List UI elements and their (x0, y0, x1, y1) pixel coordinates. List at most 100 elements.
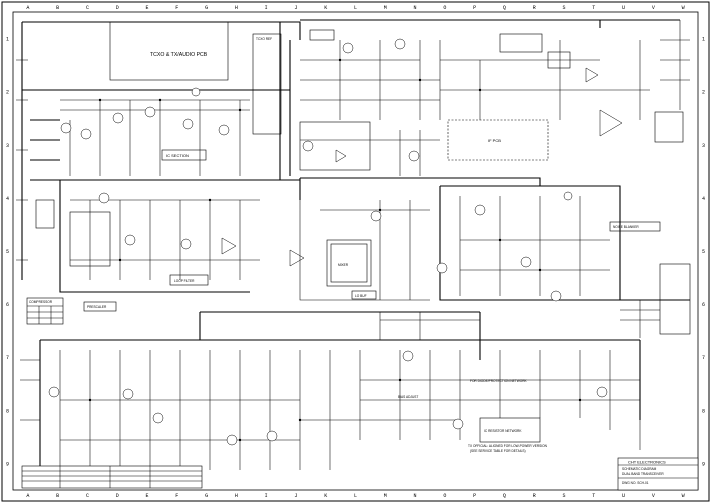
ic-ref-label: TCXO REF (256, 37, 272, 41)
col-ref-bottom-p: P (473, 493, 476, 499)
title-line-2: DUAL BAND TRANSCEIVER (622, 472, 664, 476)
title-block: CHT ELECTRONICS SCHEMATIC DIAGRAM DUAL B… (617, 457, 699, 491)
compressor-label: COMPRESSOR (29, 300, 53, 304)
row-ref-left-3: 3 (6, 143, 9, 149)
col-ref-top-v: V (652, 5, 655, 11)
col-ref-bottom-t: T (592, 493, 595, 499)
rf-pcb-block: IF PCB (447, 119, 549, 161)
col-ref-top-l: L (354, 5, 357, 11)
row-ref-left-9: 9 (6, 461, 9, 467)
switch-block (499, 33, 543, 53)
row-ref-left-8: 8 (6, 408, 9, 414)
rf-pcb-label: IF PCB (488, 138, 501, 143)
mixer-label: MIXER (338, 263, 349, 267)
col-ref-top-f: F (175, 5, 178, 11)
col-ref-top-p: P (473, 5, 476, 11)
ic-section-block: IC SECTION (161, 149, 207, 161)
row-ref-left-7: 7 (6, 355, 9, 361)
col-ref-bottom-r: R (533, 493, 536, 499)
transistors (48, 38, 608, 446)
col-ref-bottom-a: A (26, 493, 29, 499)
col-ref-bottom-i: I (265, 493, 268, 499)
col-ref-top-w: W (682, 5, 685, 11)
col-ref-top-b: B (56, 5, 59, 11)
col-ref-bottom-o: O (443, 493, 446, 499)
protection-network-note: FOR DIODE/PROTECTION NETWORK (470, 379, 528, 383)
loop-filter-block: LOOP FILTER (169, 274, 209, 286)
row-ref-left-1: 1 (6, 37, 9, 43)
tx-official-note-1: TX OFFICIAL: ALIGNED FOR LOW-POWER VERSI… (468, 444, 548, 448)
row-ref-left-5: 5 (6, 249, 9, 255)
row-ref-right-3: 3 (702, 143, 705, 149)
col-ref-top-d: D (116, 5, 119, 11)
noise-blanker-block: NOISE BLANKER (609, 221, 661, 232)
col-ref-bottom-k: K (324, 493, 327, 499)
col-ref-bottom-s: S (562, 493, 565, 499)
col-ref-bottom-n: N (414, 493, 417, 499)
col-ref-top-g: G (205, 5, 208, 11)
col-ref-bottom-l: L (354, 493, 357, 499)
row-ref-right-1: 1 (702, 37, 705, 43)
col-ref-top-s: S (562, 5, 565, 11)
col-ref-bottom-c: C (86, 493, 89, 499)
tcxo-pcb-label: TCXO & TX/AUDIO PCB (150, 52, 208, 58)
connector-left (35, 199, 55, 229)
prescaler-label: PRESCALER (87, 305, 107, 309)
ic-ref-block: TCXO REF (252, 33, 282, 135)
row-ref-right-7: 7 (702, 355, 705, 361)
compressor-block: COMPRESSOR (26, 297, 64, 325)
col-ref-top-o: O (443, 5, 446, 11)
row-ref-right-4: 4 (702, 196, 705, 202)
col-ref-bottom-e: E (146, 493, 149, 499)
relay-block (309, 29, 335, 41)
title-line-3: DWG NO. SCH-01 (622, 481, 649, 485)
row-ref-left-4: 4 (6, 196, 9, 202)
ic-section-label: IC SECTION (166, 153, 189, 158)
col-ref-top-e: E (146, 5, 149, 11)
col-ref-top-j: J (294, 5, 297, 11)
col-ref-top-r: R (533, 5, 536, 11)
col-ref-top-a: A (26, 5, 29, 11)
prescaler-block: PRESCALER (83, 301, 117, 312)
col-ref-bottom-m: M (384, 493, 387, 499)
col-ref-bottom-v: V (652, 493, 655, 499)
col-ref-top-h: H (235, 5, 238, 11)
col-ref-bottom-b: B (56, 493, 59, 499)
connector-right (654, 111, 684, 143)
col-ref-top-n: N (414, 5, 417, 11)
col-ref-top-u: U (622, 5, 625, 11)
noise-blanker-label: NOISE BLANKER (613, 225, 639, 229)
bias-adjust-note: BIAS ADJUST (398, 395, 418, 399)
drawing-border (12, 11, 699, 491)
wiring (16, 19, 690, 480)
row-ref-right-8: 8 (702, 408, 705, 414)
junction-dots (88, 58, 582, 442)
col-ref-bottom-q: Q (503, 493, 506, 499)
tx-official-note-2: (SEE SERVICE TABLE FOR DETAILS) (470, 449, 526, 453)
col-ref-top-c: C (86, 5, 89, 11)
connector-right-lower (659, 263, 691, 335)
lo-buf-block: LO BUF (351, 290, 377, 300)
row-ref-right-2: 2 (702, 90, 705, 96)
col-ref-bottom-d: D (116, 493, 119, 499)
row-ref-left-2: 2 (6, 90, 9, 96)
col-ref-bottom-f: F (175, 493, 178, 499)
col-ref-top-q: Q (503, 5, 506, 11)
row-ref-left-6: 6 (6, 302, 9, 308)
row-ref-right-9: 9 (702, 461, 705, 467)
col-ref-top-m: M (384, 5, 387, 11)
opamp-symbols (221, 67, 623, 267)
col-ref-bottom-h: H (235, 493, 238, 499)
tcxo-pcb-block: TCXO & TX/AUDIO PCB (109, 21, 229, 81)
col-ref-top-k: K (324, 5, 327, 11)
ic-network-note: IC RESISTOR NETWORK (484, 429, 522, 433)
ic-chip-bottom (479, 417, 541, 443)
parts-table (21, 465, 203, 489)
title-line-1: SCHEMATIC DIAGRAM (622, 467, 657, 471)
col-ref-bottom-j: J (294, 493, 297, 499)
mixer-block: MIXER (326, 239, 372, 287)
